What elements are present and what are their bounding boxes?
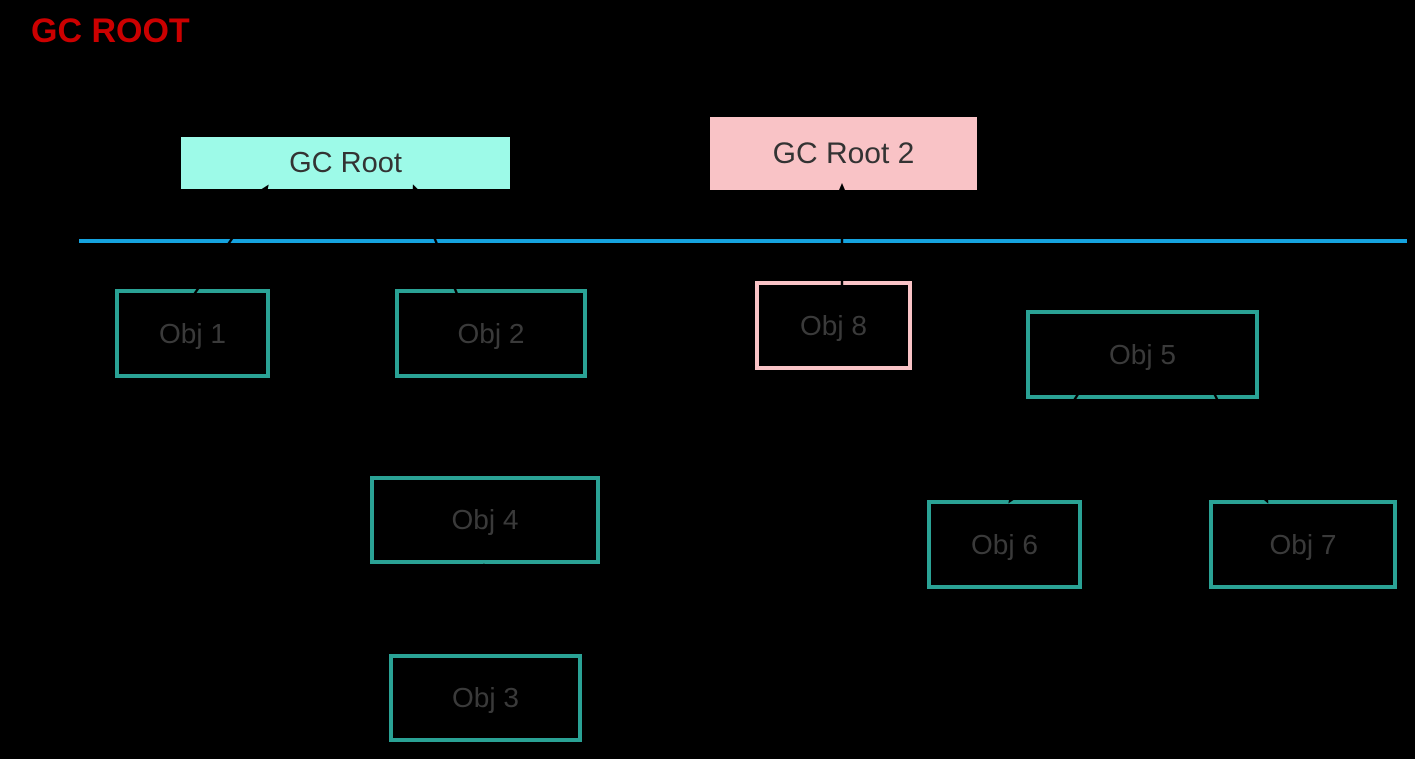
node-label: Obj 2 (457, 317, 525, 349)
node-obj-3: Obj 3 (389, 654, 582, 742)
node-label: Obj 6 (971, 528, 1038, 560)
edge-obj2-to-gc-root (412, 184, 461, 300)
node-obj-1: Obj 1 (115, 289, 270, 378)
diagram-title: GC ROOT (31, 12, 190, 50)
node-obj-8: Obj 8 (755, 281, 912, 370)
node-label: Obj 7 (1269, 528, 1337, 560)
node-obj-2: Obj 2 (395, 289, 587, 378)
edge-obj3-to-obj4 (478, 563, 491, 655)
edge-obj5-to-obj6 (1008, 390, 1082, 504)
node-label: Obj 5 (1109, 338, 1176, 370)
node-label: Obj 1 (159, 317, 226, 349)
node-label: GC Root (289, 146, 402, 179)
node-label: Obj 4 (451, 504, 519, 535)
node-label: Obj 8 (800, 309, 867, 341)
node-label: Obj 3 (452, 682, 519, 713)
node-obj-6: Obj 6 (927, 500, 1082, 589)
edge-obj5-to-obj7 (1211, 390, 1269, 504)
edge-obj1-to-gc-root (190, 184, 269, 300)
node-obj-5: Obj 5 (1026, 310, 1259, 399)
heap-line (79, 239, 1407, 243)
node-gc-root: GC Root (181, 137, 510, 189)
node-obj-4: Obj 4 (370, 476, 600, 564)
node-gc-root-2: GC Root 2 (710, 117, 977, 190)
node-label: GC Root 2 (772, 136, 915, 170)
node-obj-7: Obj 7 (1209, 500, 1397, 589)
